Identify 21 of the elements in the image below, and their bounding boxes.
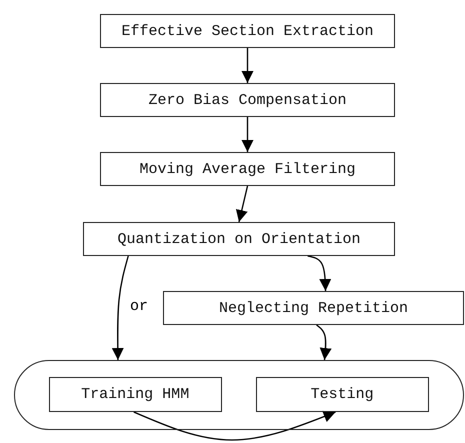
process-box	[100, 83, 395, 117]
arrow	[242, 117, 254, 152]
process-box	[83, 222, 395, 256]
box-label: Zero Bias Compensation	[148, 92, 347, 108]
box-label: Neglecting Repetition	[218, 300, 408, 316]
box-label: Quantization on Orientation	[117, 230, 361, 248]
arrow	[236, 186, 248, 222]
box-label: Effective Section Extraction	[121, 22, 374, 40]
group-container	[14, 360, 464, 430]
arrow	[316, 324, 332, 360]
process-box	[48, 376, 222, 412]
process-box	[163, 291, 464, 325]
box-label: Training HMM	[81, 386, 190, 403]
process-box	[100, 14, 395, 48]
process-box	[100, 152, 395, 186]
box-label: Testing	[310, 386, 374, 403]
arrow	[242, 48, 254, 83]
arrow	[112, 256, 129, 360]
box-label: Moving Average Filtering	[139, 160, 356, 178]
arrow	[308, 255, 332, 292]
process-box	[256, 376, 429, 412]
